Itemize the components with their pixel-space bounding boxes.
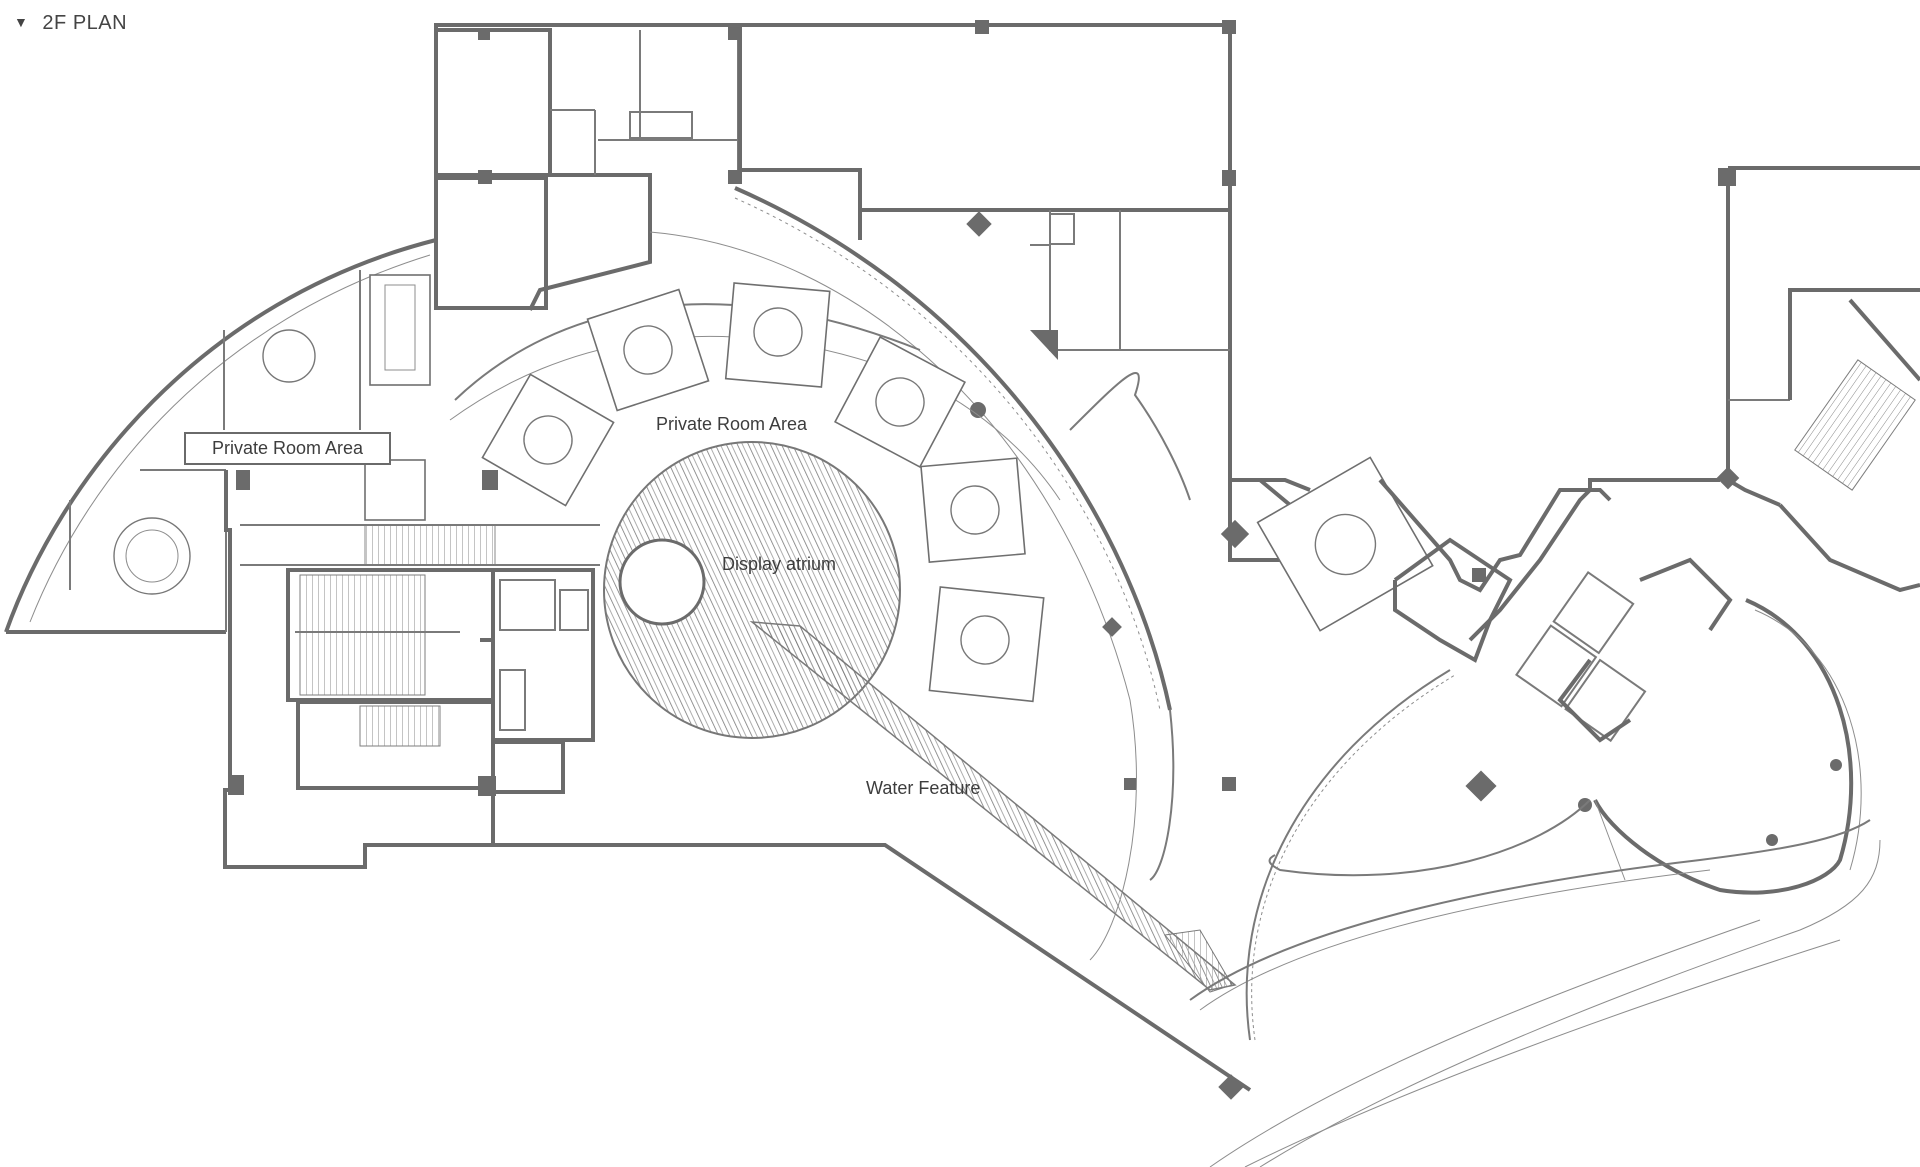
lower-diagonal-wall xyxy=(493,843,1252,1092)
round-table-large-left xyxy=(113,517,191,595)
lower-right-arcs xyxy=(1189,669,1881,1167)
plan-title: ▼ 2F PLAN xyxy=(14,12,127,35)
core-block xyxy=(223,470,595,869)
right-wing xyxy=(1220,166,1920,743)
water-feature-channel xyxy=(749,621,1237,993)
private-rooms xyxy=(481,282,1045,703)
plan-title-text: 2F PLAN xyxy=(42,12,128,34)
main-hall-arc xyxy=(649,186,1236,961)
round-table-upper-left xyxy=(262,329,316,383)
label-private-room-area-left: Private Room Area xyxy=(184,432,392,465)
left-wing xyxy=(4,238,437,634)
upper-rooms xyxy=(434,23,742,311)
inner-room-arc xyxy=(449,335,1061,501)
upper-right-rooms xyxy=(738,20,1311,492)
label-water-feature: Water Feature xyxy=(866,778,981,798)
label-private-room-area-center: Private Room Area xyxy=(656,414,808,434)
label-display-atrium: Display atrium xyxy=(722,554,837,574)
corridor-stair-band xyxy=(364,524,496,566)
title-marker-icon: ▼ xyxy=(14,14,29,30)
